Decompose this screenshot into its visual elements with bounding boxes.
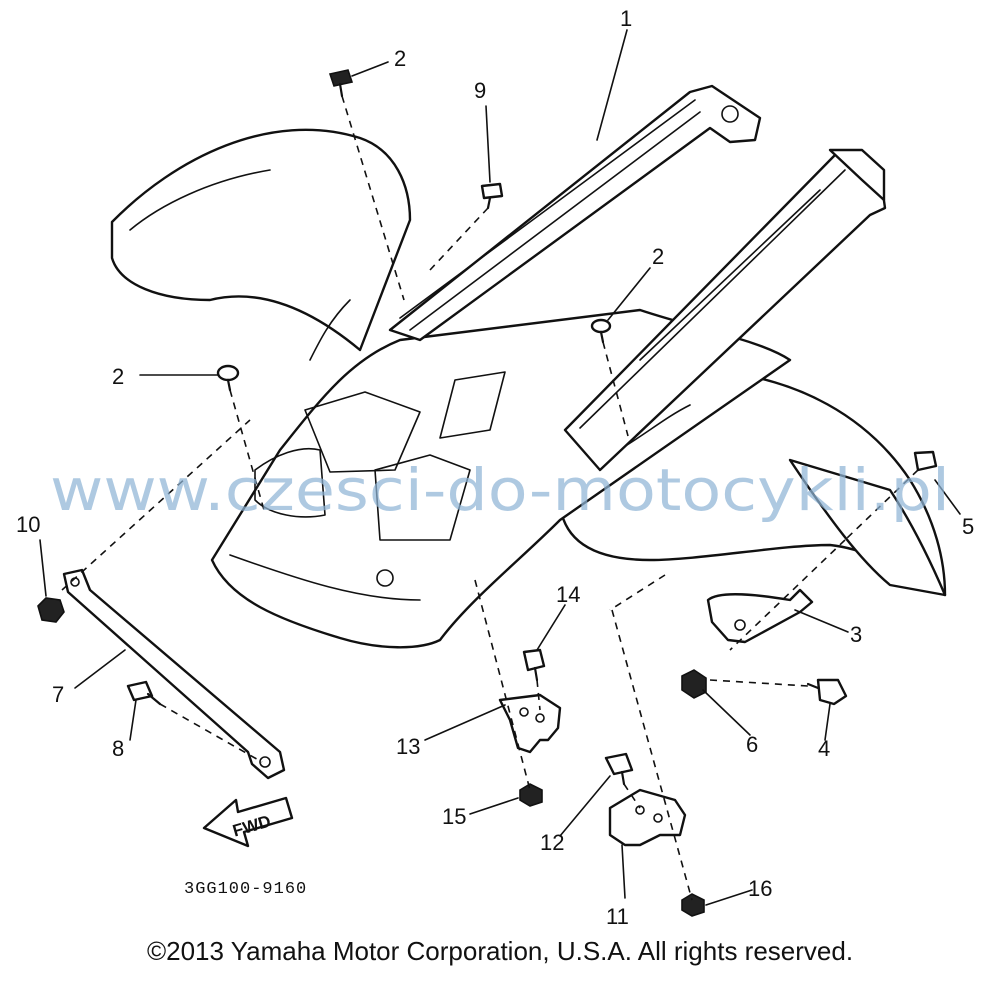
callout-14: 14 (556, 582, 580, 607)
copyright-notice: ©2013 Yamaha Motor Corporation, U.S.A. A… (146, 936, 854, 966)
callout-8: 8 (112, 736, 124, 761)
bolt-part-14 (522, 648, 546, 682)
nut-part-16 (681, 893, 705, 917)
bolt-part-8 (126, 680, 162, 706)
bolt-part-2-left (216, 364, 240, 392)
bolt-part-12 (604, 752, 634, 786)
part-code: 3GG100-9160 (184, 880, 307, 899)
nut-part-10 (37, 597, 65, 623)
callout-6: 6 (746, 732, 758, 757)
callout-5: 5 (962, 514, 974, 539)
assembly-lines (61, 95, 919, 901)
callout-13: 13 (396, 734, 420, 759)
callout-11: 11 (606, 904, 629, 929)
callout-1: 1 (620, 6, 632, 31)
grab-bar-part-1 (388, 84, 762, 342)
callout-7: 7 (52, 682, 64, 707)
bracket-part-3 (706, 588, 814, 644)
callout-10: 10 (16, 512, 40, 537)
bolt-part-9 (480, 182, 504, 210)
callout-15: 15 (442, 804, 466, 829)
bolt-part-2-top (328, 69, 354, 98)
side-rail (563, 148, 887, 472)
callout-2-left: 2 (112, 364, 124, 389)
bolt-part-5 (913, 450, 938, 472)
callout-16: 16 (748, 876, 772, 901)
callout-9: 9 (474, 78, 486, 103)
fwd-arrow: FWD (202, 796, 294, 848)
callout-12: 12 (540, 830, 564, 855)
bracket-part-13 (498, 693, 562, 754)
bolt-part-2-right (590, 318, 612, 344)
callout-2-top: 2 (394, 46, 406, 71)
bolt-part-4 (806, 678, 848, 706)
callout-3: 3 (850, 622, 862, 647)
leader-lines (39, 29, 961, 906)
nut-part-6 (681, 669, 707, 699)
nut-part-15 (519, 783, 543, 807)
callout-4: 4 (818, 736, 830, 761)
watermark: www.czesci-do-motocykli.pl (50, 456, 950, 524)
callout-numbers: 1 2 9 2 2 5 10 3 14 7 8 13 6 4 15 12 16 … (16, 6, 974, 929)
callout-2-right: 2 (652, 244, 664, 269)
